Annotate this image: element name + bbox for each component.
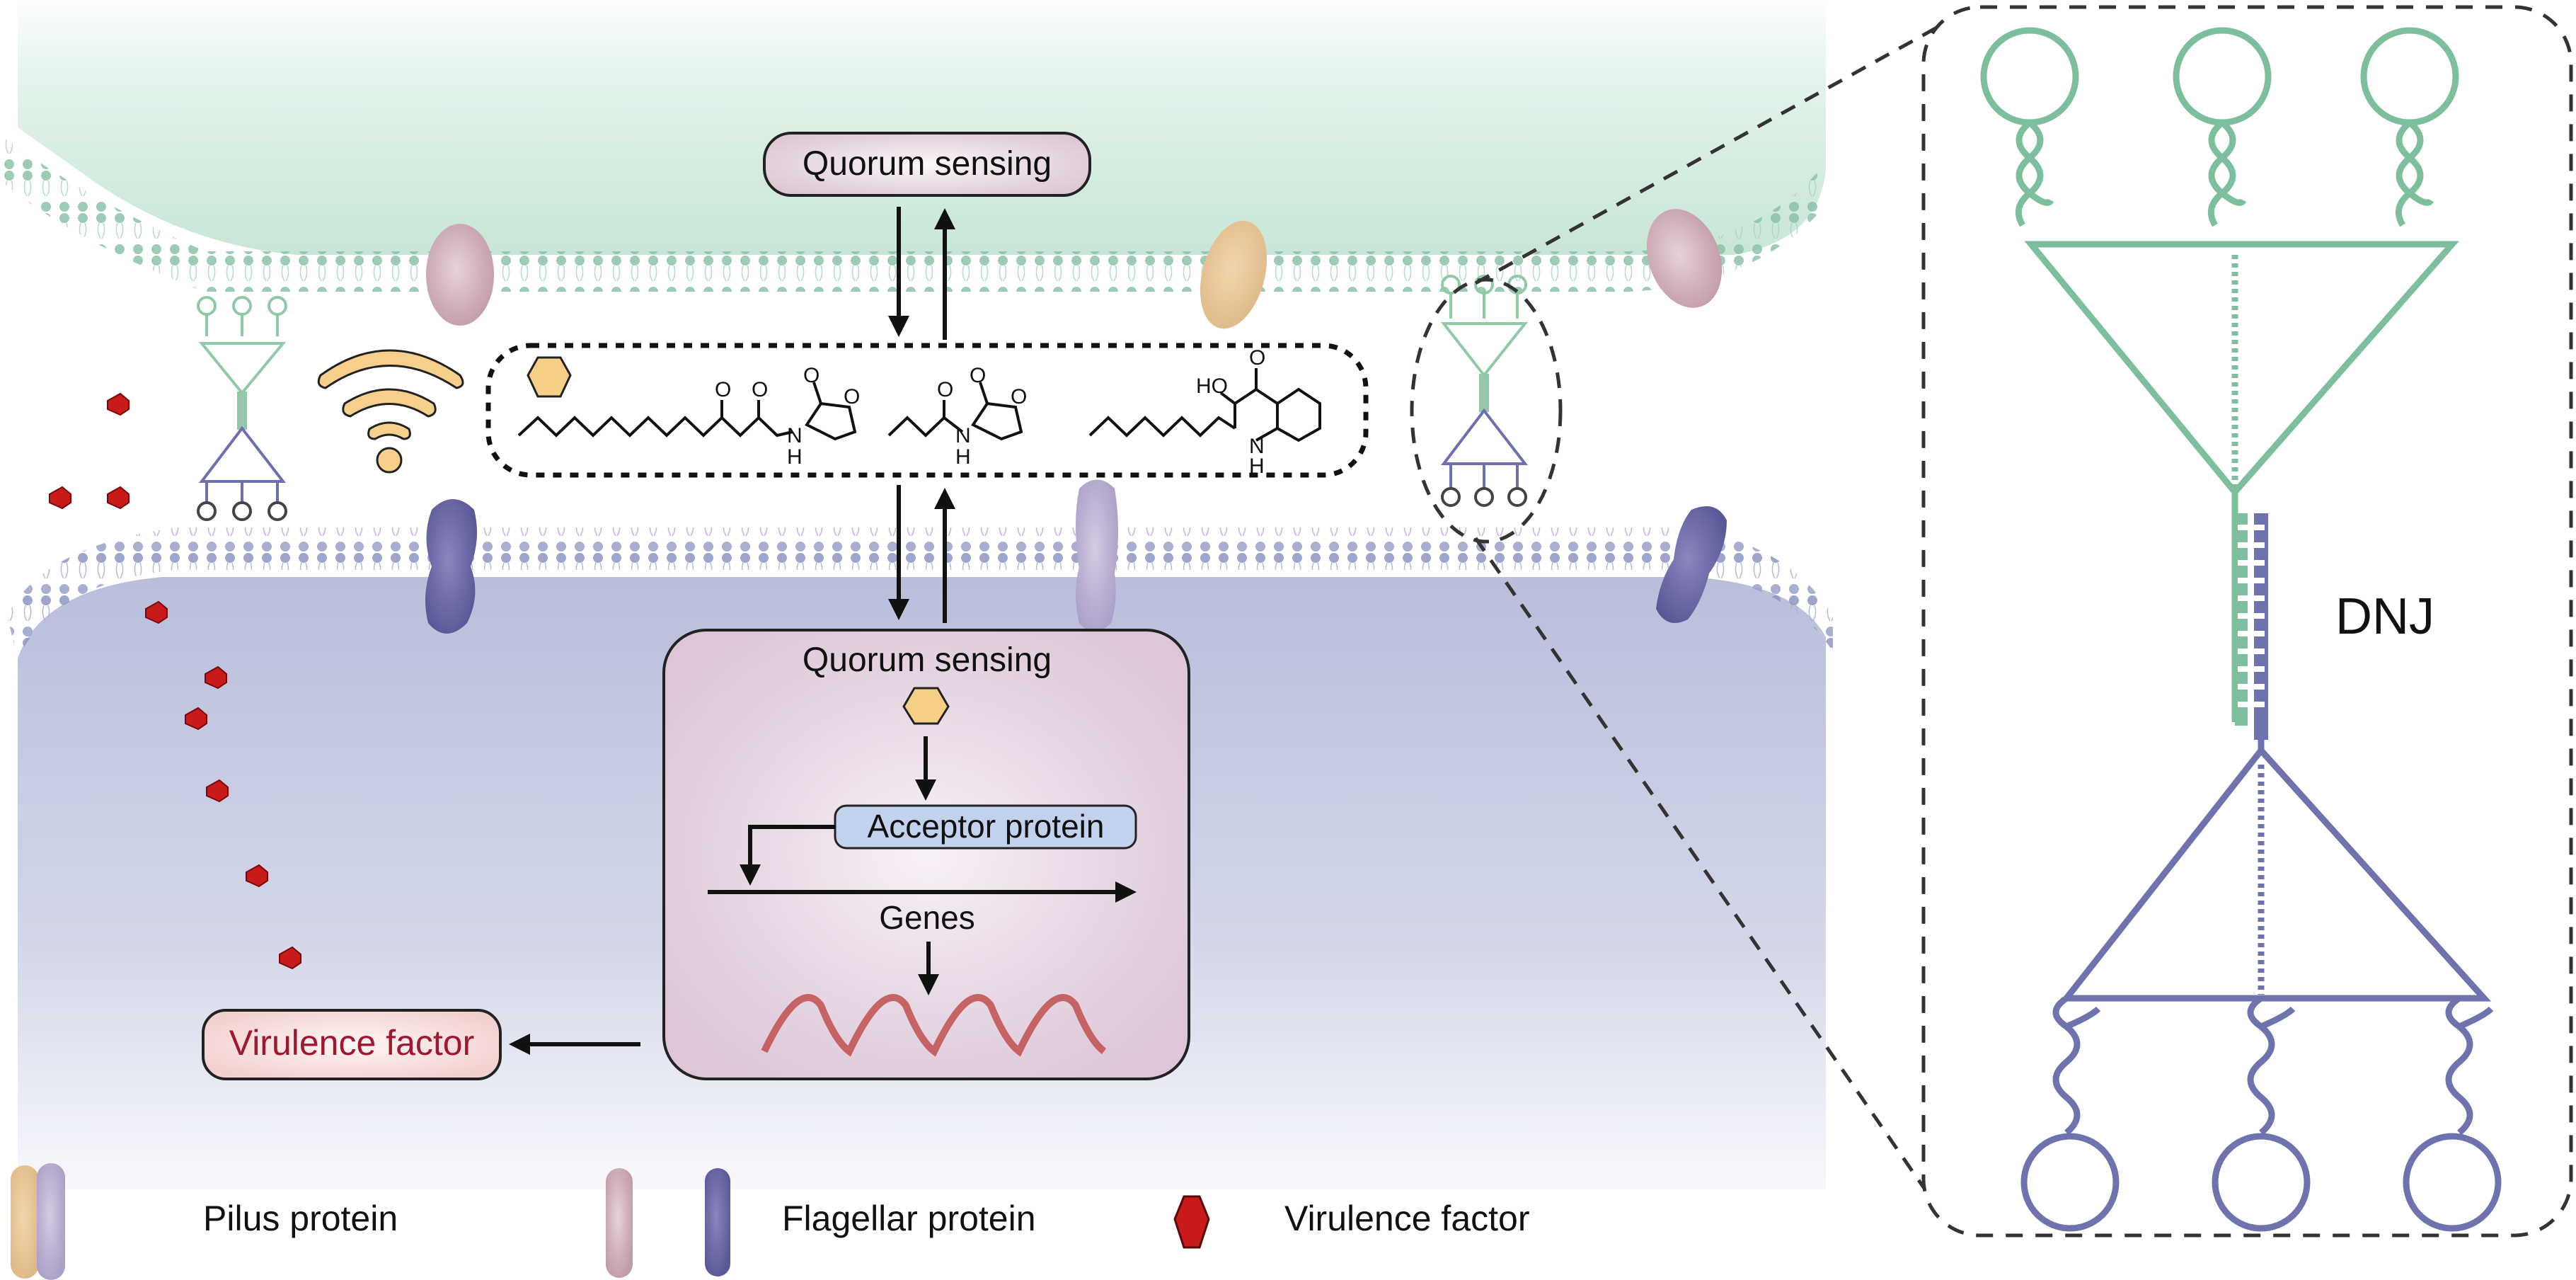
svg-text:N: N: [1249, 435, 1265, 458]
dnj-zoom-panel: DNJ: [1921, 5, 2573, 1238]
svg-text:Virulence factor: Virulence factor: [1284, 1199, 1529, 1238]
flagellar-protein-purple-right: [1656, 506, 1727, 623]
svg-text:O: O: [803, 364, 820, 387]
zoom-ellipse: [1410, 278, 1563, 544]
svg-text:O: O: [752, 378, 768, 401]
virulence-factor-icon: [246, 864, 268, 888]
legend: Pilus protein Flagellar protein Virulenc…: [11, 1163, 1529, 1280]
pqs-molecule: O HO N H: [1088, 346, 1321, 478]
svg-text:O: O: [937, 378, 953, 401]
zoom-connector-lines: [1473, 8, 1969, 1191]
quorum-sensing-top-box: Quorum sensing: [763, 132, 1091, 197]
flagellar-protein-pink: [426, 224, 494, 326]
svg-text:O: O: [715, 378, 731, 401]
legend-item-pilus: Pilus protein: [11, 1163, 398, 1280]
svg-text:O: O: [1249, 346, 1265, 370]
virulence-factor-icon: [145, 600, 168, 624]
virulence-factors: [49, 392, 301, 970]
legend-item-flagellar: Flagellar protein: [606, 1168, 1036, 1278]
virulence-factor-icon: [49, 486, 71, 510]
svg-text:H: H: [955, 445, 971, 469]
svg-text:HO: HO: [1196, 375, 1228, 398]
svg-text:N: N: [787, 424, 803, 447]
molecules-box: O O N H O O O N H O O O HO N: [485, 343, 1369, 478]
flagellar-protein-pink-right: [1646, 209, 1723, 308]
svg-text:H: H: [1249, 455, 1265, 478]
flagellar-protein-icon: [705, 1168, 730, 1276]
membrane-proteins: [425, 209, 1727, 634]
svg-text:N: N: [955, 424, 971, 447]
pilus-protein-icon: [37, 1163, 65, 1280]
svg-text:O: O: [844, 385, 860, 408]
quorum-sensing-top-label: Quorum sensing: [803, 145, 1052, 183]
virulence-factor-label: Virulence factor: [229, 1023, 474, 1063]
virulence-factor-icon: [107, 486, 130, 510]
svg-text:Flagellar protein: Flagellar protein: [782, 1199, 1036, 1238]
top-cell-body: [18, 0, 1826, 255]
dnj-bottom-tetrahedron: [2020, 740, 2502, 1232]
quorum-sensing-inner-title: Quorum sensing: [803, 641, 1052, 679]
virulence-factor-icon: [205, 665, 227, 690]
legend-item-virulence: Virulence factor: [1173, 1195, 1529, 1249]
arrows-top: [888, 207, 955, 623]
pilus-protein-tan: [1200, 220, 1267, 329]
virulence-factor-icon: [1173, 1195, 1210, 1249]
quorum-sensing-inner-box: Quorum sensing Acceptor protein Genes: [662, 629, 1190, 1080]
virulence-factor-icon: [206, 779, 229, 803]
dnj-small-left: [197, 296, 287, 521]
pilus-protein-icon: [11, 1165, 39, 1279]
virulence-factor-icon: [279, 946, 301, 970]
svg-text:Pilus protein: Pilus protein: [203, 1199, 398, 1238]
svg-text:H: H: [787, 445, 803, 469]
ahl-molecule-long: O O N H O O: [517, 364, 860, 469]
flagellar-protein-purple: [425, 499, 477, 634]
dnj-label-text: DNJ: [2335, 588, 2434, 645]
acceptor-protein-label: Acceptor protein: [868, 808, 1105, 845]
svg-text:O: O: [1011, 385, 1027, 408]
flagellar-protein-icon: [606, 1168, 633, 1278]
dnj-duplex-stem: [2235, 513, 2268, 740]
signal-wifi-icon: [317, 349, 464, 474]
signal-molecule-icon: [527, 356, 572, 398]
pilus-protein-lavender: [1076, 479, 1118, 632]
virulence-factor-box: Virulence factor: [202, 1009, 502, 1080]
virulence-factor-icon: [185, 707, 207, 731]
ahl-molecule-short: O N H O O: [887, 364, 1027, 469]
mrna-icon: [761, 994, 1107, 1057]
virulence-factor-icon: [107, 392, 130, 416]
genes-label: Genes: [879, 899, 975, 936]
svg-text:O: O: [970, 364, 986, 387]
signal-molecule-icon: [902, 687, 950, 725]
dnj-small-right: [1410, 275, 1563, 544]
